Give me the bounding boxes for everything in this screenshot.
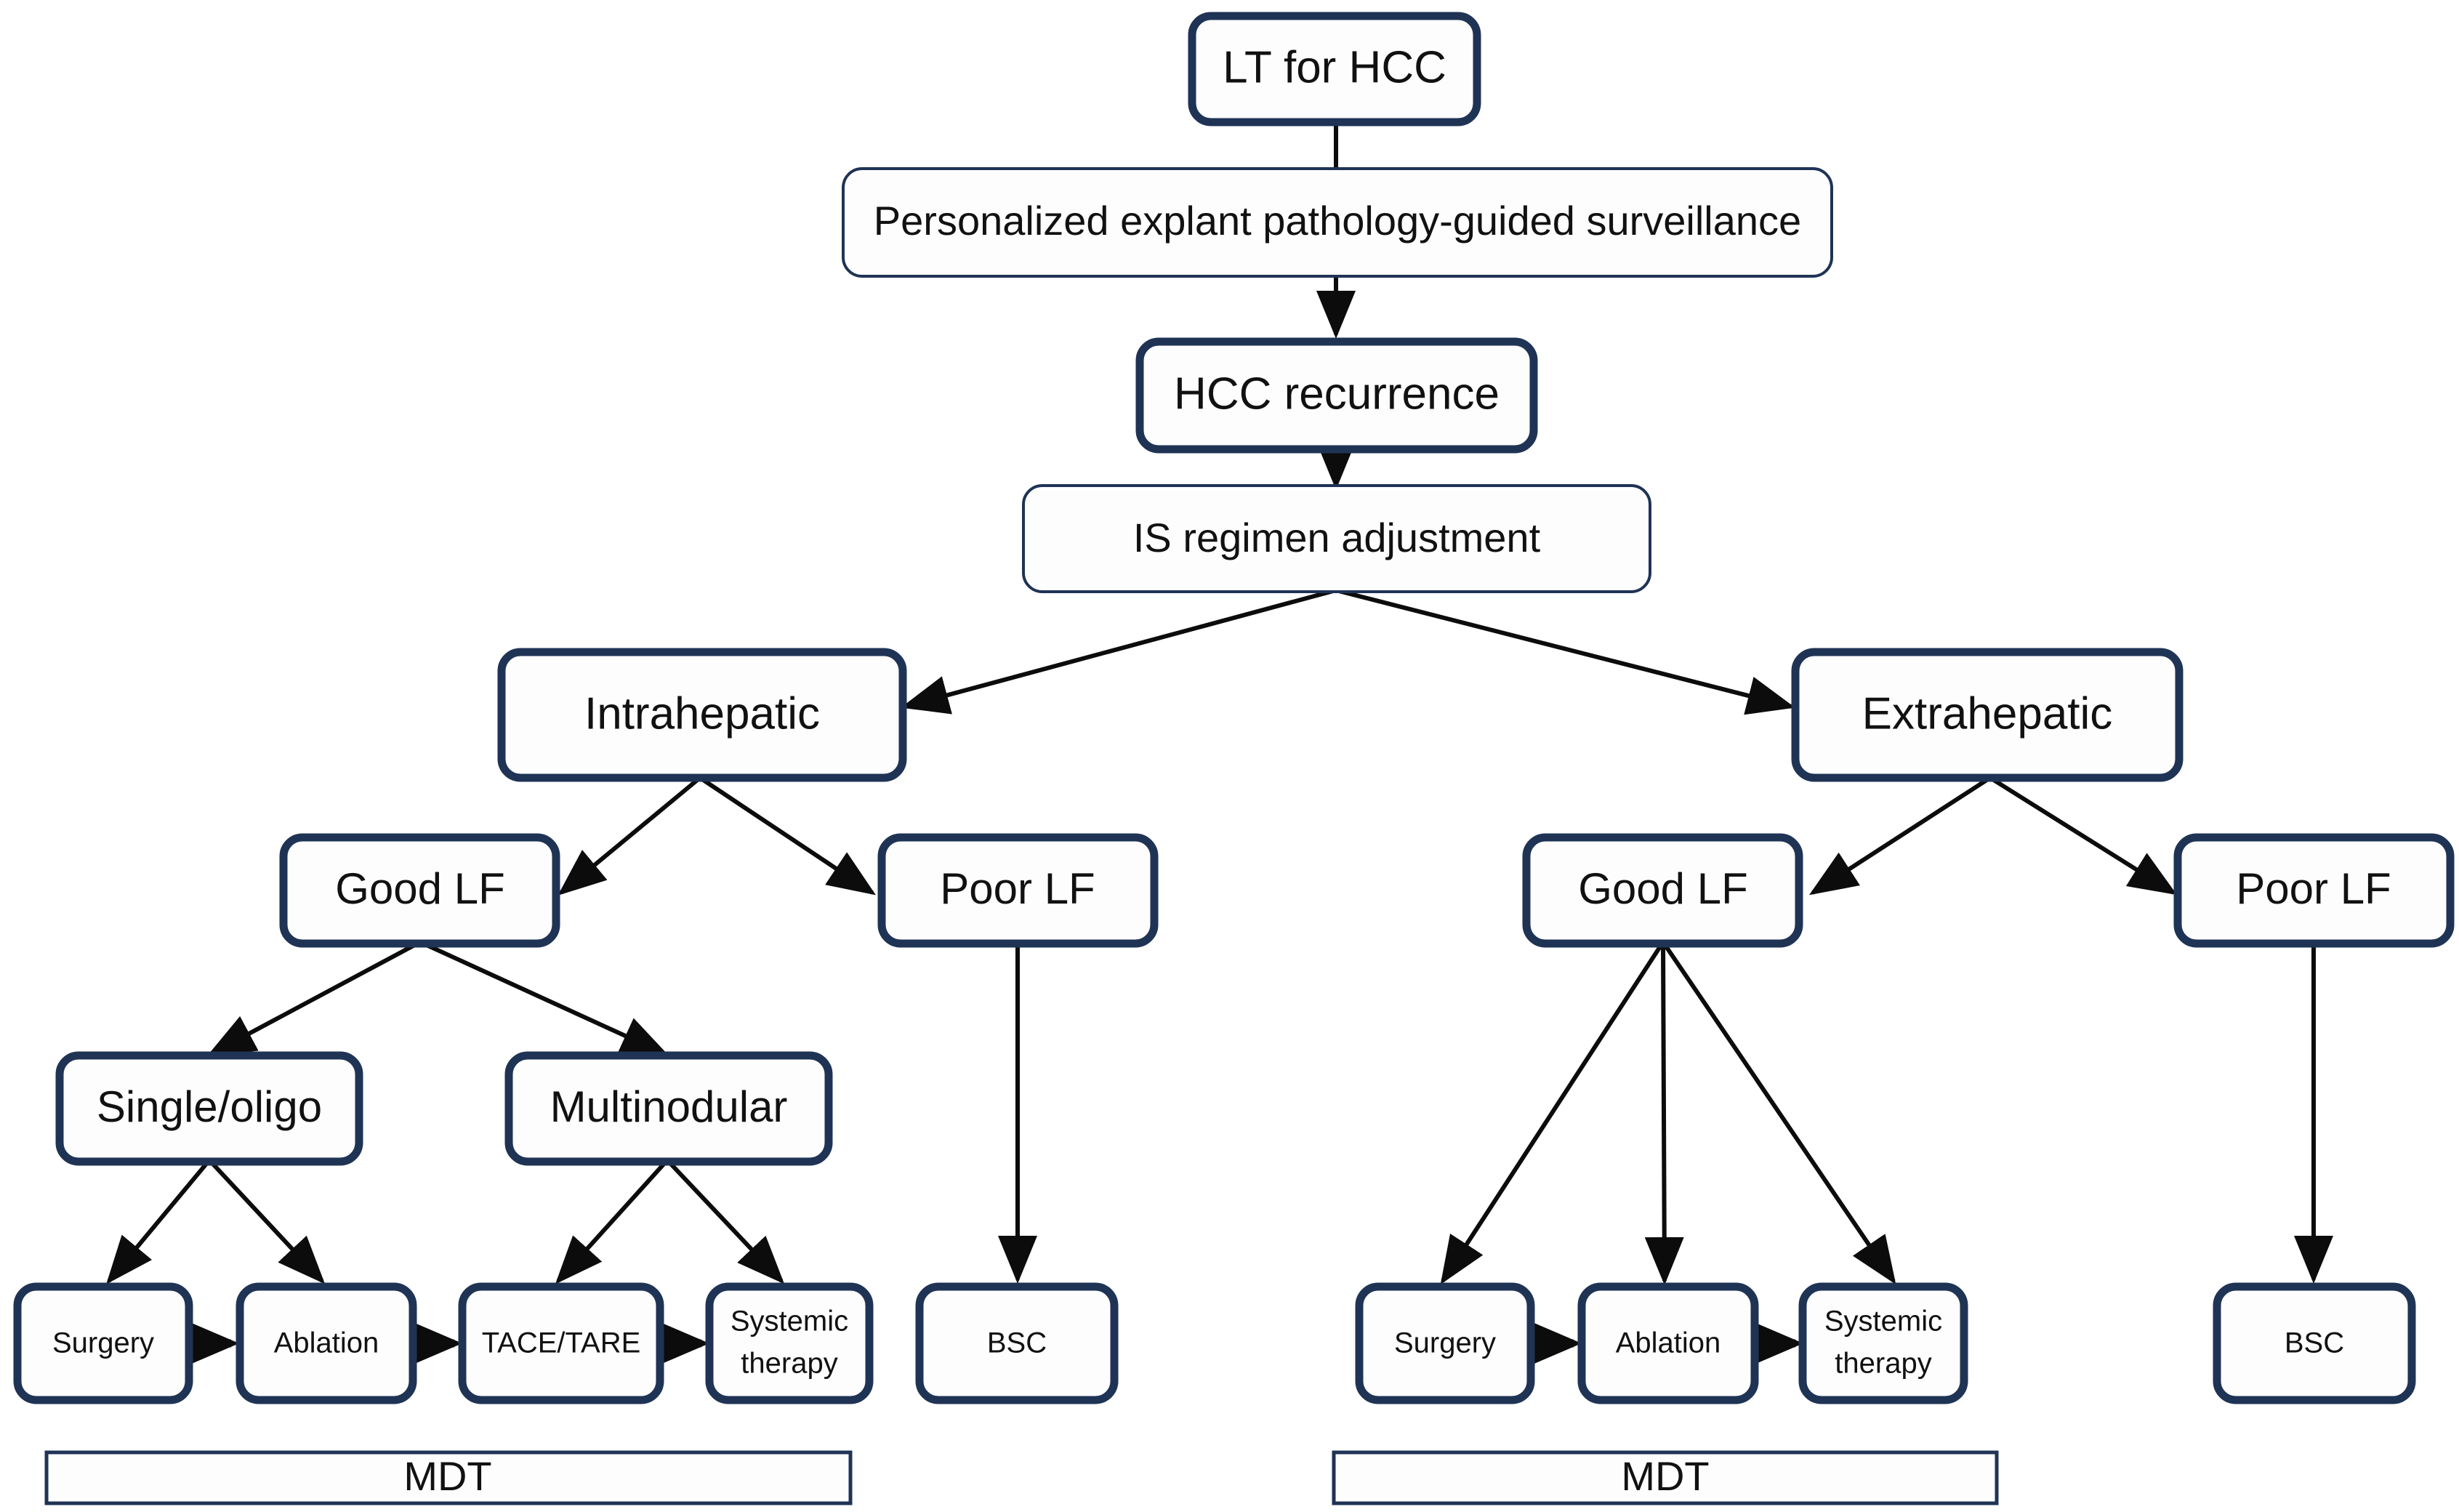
node-extra-systemic-label-line2: therapy	[1835, 1348, 1931, 1380]
node-intra-poor-lf-label: Poor LF	[940, 864, 1095, 913]
node-extra-good-lf-label: Good LF	[1578, 864, 1747, 913]
node-intra-surgery-label: Surgery	[52, 1327, 154, 1359]
node-extra-systemic-therapy[interactable]: Systemic therapy	[1798, 1282, 1968, 1404]
node-intra-surgery[interactable]: Surgery	[13, 1282, 193, 1404]
node-mdt-left[interactable]: MDT	[44, 1450, 853, 1505]
node-lt-for-hcc[interactable]: LT for HCC	[1188, 12, 1481, 126]
node-mdt-right-label: MDT	[1621, 1453, 1709, 1499]
node-intra-ablation-label: Ablation	[274, 1327, 379, 1359]
node-extra-surgery[interactable]: Surgery	[1355, 1282, 1535, 1404]
edge-extra-good-lf-to-ablation	[1644, 941, 1684, 1285]
edge-multinodular-to-systemic	[665, 1158, 785, 1284]
edge-single-oligo-to-ablation	[207, 1158, 326, 1284]
node-extra-good-lf[interactable]: Good LF	[1522, 833, 1803, 948]
node-intra-systemic-label-line1: Systemic	[731, 1306, 848, 1338]
node-hcc-recurrence-label: HCC recurrence	[1174, 369, 1500, 419]
node-extra-bsc-label: BSC	[2285, 1327, 2344, 1359]
node-intra-good-lf-label: Good LF	[335, 864, 504, 913]
edge-intrahepatic-to-poor-lf	[699, 776, 876, 896]
edge-good-lf-to-multinodular	[419, 940, 669, 1056]
edge-extra-good-lf-to-surgery	[1440, 941, 1665, 1285]
edge-intrahepatic-to-good-lf	[558, 776, 701, 896]
node-extra-poor-lf-label: Poor LF	[2236, 864, 2391, 913]
edge-extrahepatic-to-poor-lf	[1989, 776, 2178, 896]
node-tace-tare-label: TACE/TARE	[482, 1327, 641, 1359]
edge-extrahepatic-to-good-lf	[1808, 776, 1992, 896]
edge-good-lf-to-single-oligo	[206, 940, 422, 1056]
node-multinodular-label: Multinodular	[550, 1082, 788, 1131]
node-intra-systemic-therapy[interactable]: Systemic therapy	[705, 1282, 874, 1404]
node-intrahepatic-label: Intrahepatic	[584, 688, 820, 739]
node-extra-bsc[interactable]: BSC	[2213, 1282, 2416, 1404]
node-intra-bsc-label: BSC	[987, 1327, 1047, 1359]
node-extra-systemic-label-line1: Systemic	[1824, 1306, 1942, 1338]
node-extra-ablation-label: Ablation	[1616, 1327, 1721, 1359]
node-single-oligo-label: Single/oligo	[97, 1082, 322, 1131]
node-intra-poor-lf[interactable]: Poor LF	[877, 833, 1159, 948]
node-intra-bsc[interactable]: BSC	[915, 1282, 1119, 1404]
node-mdt-left-label: MDT	[403, 1453, 491, 1499]
node-extrahepatic-label: Extrahepatic	[1862, 688, 2113, 739]
node-tace-tare[interactable]: TACE/TARE	[458, 1282, 664, 1404]
node-extra-poor-lf[interactable]: Poor LF	[2173, 833, 2455, 948]
edge-multinodular-to-tace-tare	[555, 1158, 669, 1284]
node-intra-ablation[interactable]: Ablation	[236, 1282, 417, 1404]
edge-is-regimen-to-intrahepatic	[901, 588, 1337, 715]
edge-single-oligo-to-surgery	[106, 1159, 212, 1284]
node-surveillance[interactable]: Personalized explant pathology-guided su…	[842, 167, 1833, 278]
node-lt-for-hcc-label: LT for HCC	[1223, 42, 1446, 92]
node-is-regimen-label: IS regimen adjustment	[1133, 515, 1541, 560]
node-hcc-recurrence[interactable]: HCC recurrence	[1135, 337, 1538, 454]
node-multinodular[interactable]: Multinodular	[504, 1051, 833, 1166]
node-extrahepatic[interactable]: Extrahepatic	[1791, 648, 2184, 782]
node-surveillance-label: Personalized explant pathology-guided su…	[874, 198, 1801, 244]
node-mdt-right[interactable]: MDT	[1332, 1450, 1999, 1505]
node-single-oligo[interactable]: Single/oligo	[55, 1051, 363, 1166]
edge-is-regimen-to-extrahepatic	[1335, 588, 1795, 715]
node-intra-systemic-label-line2: therapy	[741, 1348, 837, 1380]
node-is-regimen[interactable]: IS regimen adjustment	[1022, 484, 1651, 593]
node-extra-ablation[interactable]: Ablation	[1577, 1282, 1759, 1404]
edge-extra-good-lf-to-systemic	[1661, 941, 1896, 1284]
node-extra-surgery-label: Surgery	[1394, 1327, 1496, 1359]
node-intrahepatic[interactable]: Intrahepatic	[497, 648, 907, 782]
node-intra-good-lf[interactable]: Good LF	[279, 833, 560, 948]
